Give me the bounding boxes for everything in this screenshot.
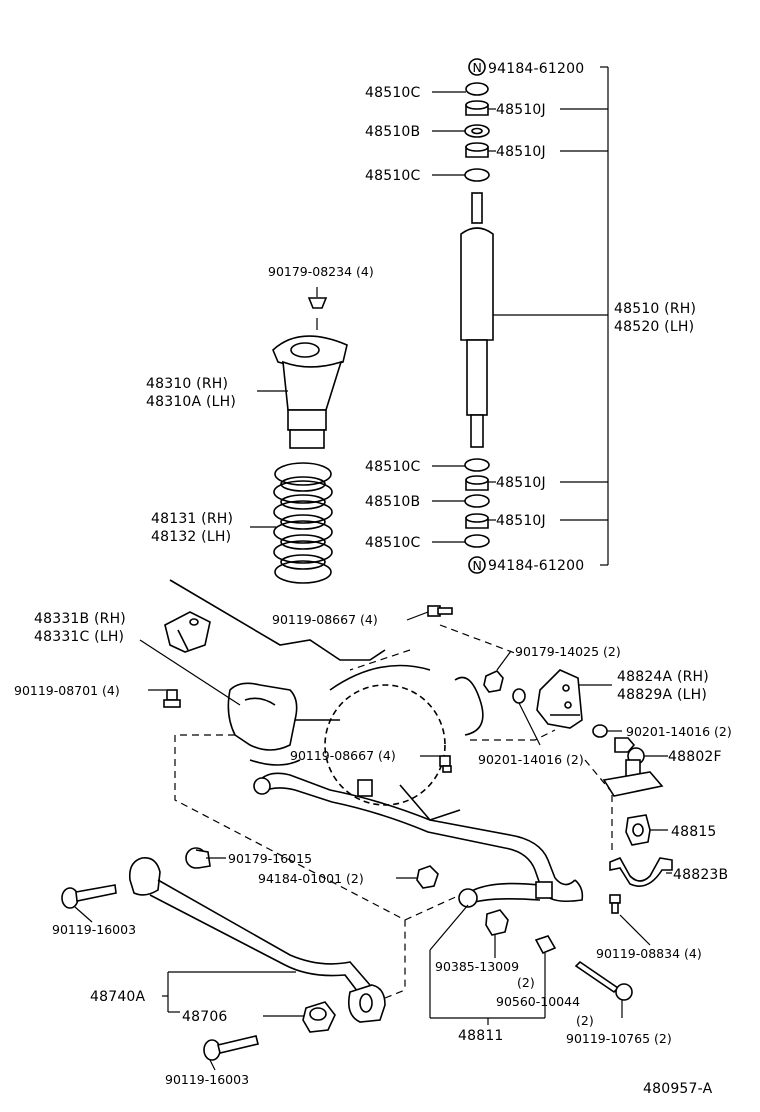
label-48510j-1: 48510J [496, 102, 546, 118]
bolt-90119-10765 [574, 960, 633, 1001]
retainer-48510b-2 [464, 494, 490, 508]
label-94184-61200-top: 94184-61200 [488, 61, 584, 77]
label-90560-10044-qty: (2) [576, 1013, 594, 1028]
label-90179-16015: 90179-16015 [228, 851, 312, 866]
label-48823b: 48823B [673, 867, 728, 883]
shock-absorber-assembly [460, 82, 494, 548]
washer-90201-14016-a [512, 688, 526, 704]
washer-48510c-4 [464, 534, 490, 548]
washer-48510c-1 [465, 82, 489, 96]
nut-90179-08234 [307, 297, 328, 309]
label-90201-14016-b: 90201-14016 (2) [478, 752, 584, 767]
collar-90179-14025 [483, 670, 504, 693]
shock-group-bracket [432, 66, 609, 566]
circled-n-icon-top: N [468, 58, 486, 76]
stabilizer-link [602, 737, 664, 797]
label-90119-08834: 90119-08834 (4) [596, 946, 702, 961]
stabilizer-bar [253, 772, 584, 908]
bracket-48811 [429, 904, 545, 1025]
washer-48510c-2 [464, 168, 490, 182]
dashed-guides [174, 624, 613, 990]
label-48510j-3: 48510J [496, 475, 546, 491]
diagram-id: 480957-A [643, 1081, 713, 1097]
label-90119-16003-a: 90119-16003 [52, 922, 136, 937]
label-94184-01001: 94184-01001 (2) [258, 871, 364, 886]
label-48706: 48706 [182, 1009, 228, 1025]
axle-housing-outline [169, 579, 484, 821]
label-48510j-2: 48510J [496, 144, 546, 160]
bracket-48740a [162, 971, 296, 1013]
nut-94184-01001 [416, 865, 439, 889]
label-48811: 48811 [458, 1028, 504, 1044]
labels: 94184-61200 48510C 48510J 48510B 48510J … [14, 61, 732, 1097]
label-48829a-lh: 48829A (LH) [617, 687, 707, 703]
bolt-90119-08701 [163, 689, 181, 708]
washer-48510c-3 [464, 458, 490, 472]
label-48132-lh: 48132 (LH) [151, 529, 231, 545]
bolt-90119-08834 [609, 894, 621, 914]
label-90119-16003-b: 90119-16003 [165, 1072, 249, 1087]
lower-control-arm [128, 856, 386, 1023]
label-48815: 48815 [671, 824, 717, 840]
label-48824a-rh: 48824A (RH) [617, 669, 709, 685]
label-48331b-rh: 48331B (RH) [34, 611, 126, 627]
shock-rod [471, 192, 483, 224]
label-48510j-4: 48510J [496, 513, 546, 529]
label-48520-lh: 48520 (LH) [614, 319, 694, 335]
label-48510-rh: 48510 (RH) [614, 301, 696, 317]
label-48740a: 48740A [90, 989, 146, 1005]
label-90560-10044: 90560-10044 [496, 994, 580, 1009]
bushing-48706 [302, 1001, 336, 1033]
label-90119-08667-a: 90119-08667 (4) [272, 612, 378, 627]
label-48510c-1: 48510C [365, 85, 421, 101]
collar-90179-16015 [185, 847, 211, 869]
bolt-90119-08667-a [427, 605, 453, 617]
bolt-90119-16003-b [203, 1035, 259, 1061]
svg-text:N: N [473, 60, 482, 75]
washer-90201-14016-b [592, 724, 608, 738]
label-90119-08701: 90119-08701 (4) [14, 683, 120, 698]
label-90119-10765: 90119-10765 (2) [566, 1031, 672, 1046]
label-48510c-3: 48510C [365, 459, 421, 475]
label-90119-08667-b: 90119-08667 (4) [290, 748, 396, 763]
stabilizer-bracket [536, 669, 583, 729]
label-48331c-lh: 48331C (LH) [34, 629, 124, 645]
label-48510b-1: 48510B [365, 124, 420, 140]
label-90179-14025: 90179-14025 (2) [515, 644, 621, 659]
shock-body [460, 227, 494, 341]
label-48510b-2: 48510B [365, 494, 420, 510]
stabilizer-bushing-bracket [609, 856, 673, 887]
bushing-90385-13009 [485, 909, 509, 936]
label-48510c-2: 48510C [365, 168, 421, 184]
label-48310a-lh: 48310A (LH) [146, 394, 236, 410]
label-48131-rh: 48131 (RH) [151, 511, 233, 527]
collar-90560-10044 [534, 935, 557, 955]
label-48310-rh: 48310 (RH) [146, 376, 228, 392]
circled-n-icon-bottom: N [468, 556, 486, 574]
label-90385-13009: 90385-13009 [435, 959, 519, 974]
stabilizer-bushing [625, 814, 651, 846]
bolt-90119-16003-a [61, 884, 117, 909]
bolt-90119-08667-b [439, 755, 452, 773]
label-90385-13009-qty: (2) [517, 975, 535, 990]
label-90179-08234: 90179-08234 (4) [268, 264, 374, 279]
spring-upper-seat [272, 297, 348, 449]
svg-text:N: N [473, 558, 482, 573]
label-90201-14016-a: 90201-14016 (2) [626, 724, 732, 739]
label-94184-61200-bottom: 94184-61200 [488, 558, 584, 574]
bump-stop-bracket [164, 611, 211, 653]
label-48802f: 48802F [668, 749, 722, 765]
label-48510c-4: 48510C [365, 535, 421, 551]
coil-spring [273, 462, 333, 584]
